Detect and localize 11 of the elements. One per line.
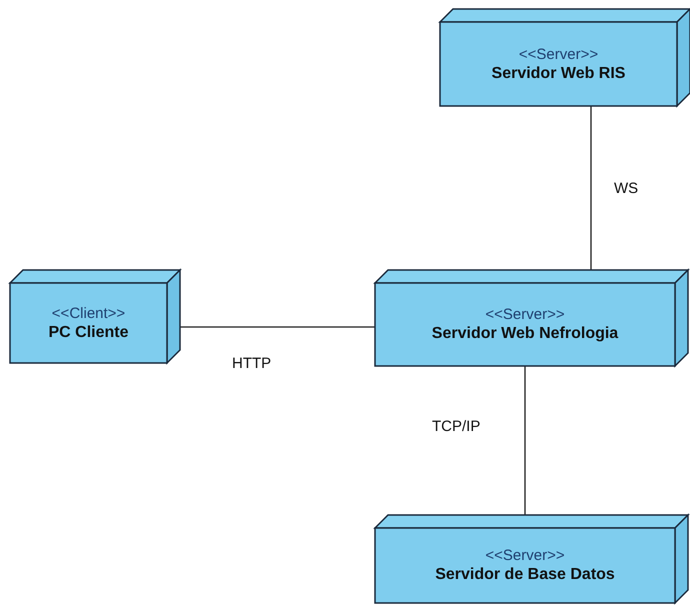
connector-line [524,366,526,515]
node-name: Servidor Web Nefrologia [432,325,618,343]
connector-line [590,106,592,270]
stereotype-label: <<Server>> [485,306,565,323]
node-name: Servidor de Base Datos [435,566,615,584]
node-name: PC Cliente [48,324,128,342]
stereotype-label: <<Client>> [52,304,126,322]
stereotype-label: <<Server>> [485,547,565,564]
node-name: Servidor Web RIS [492,64,626,82]
stereotype-label: <<Server>> [518,46,598,62]
connector-line [180,326,375,328]
